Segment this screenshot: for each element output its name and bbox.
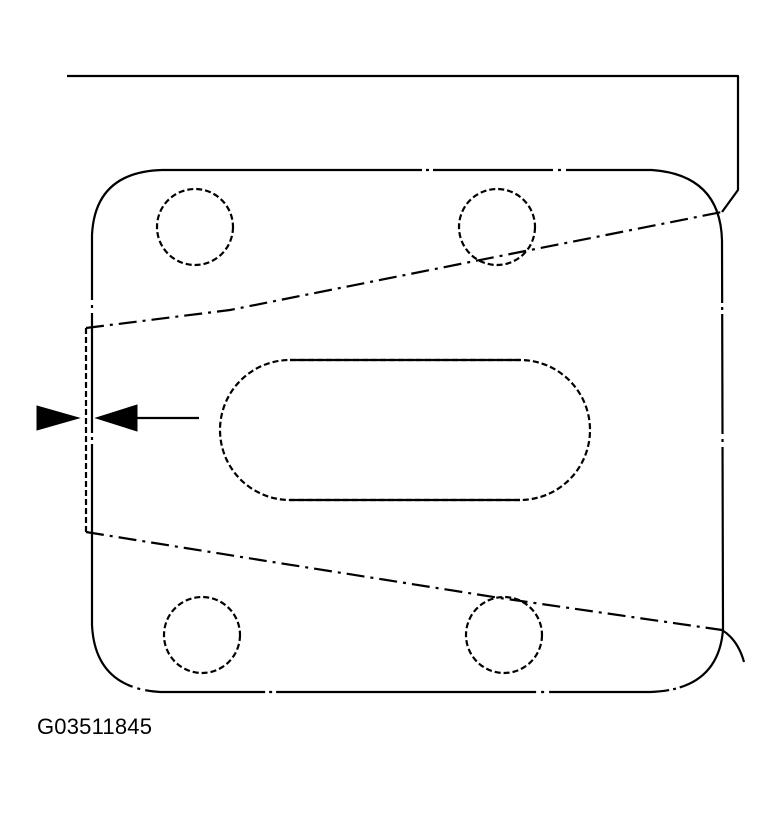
leader-line-top	[67, 74, 740, 213]
section-line-lower	[85, 530, 723, 632]
bolt-hole-top-left	[155, 187, 235, 267]
inward-arrow-head-icon	[36, 405, 81, 431]
section-line-upper	[85, 210, 723, 330]
gasket-outline	[90, 168, 725, 694]
bolt-hole-bottom-left	[162, 595, 242, 675]
figure-code-label: G03511845	[37, 714, 153, 739]
direction-arrow-head-icon	[94, 404, 138, 432]
bolt-hole-bottom-right	[464, 595, 544, 675]
bolt-hole-top-right	[457, 187, 537, 267]
center-port-opening	[218, 358, 592, 502]
section-line-lower-tail	[721, 629, 746, 663]
